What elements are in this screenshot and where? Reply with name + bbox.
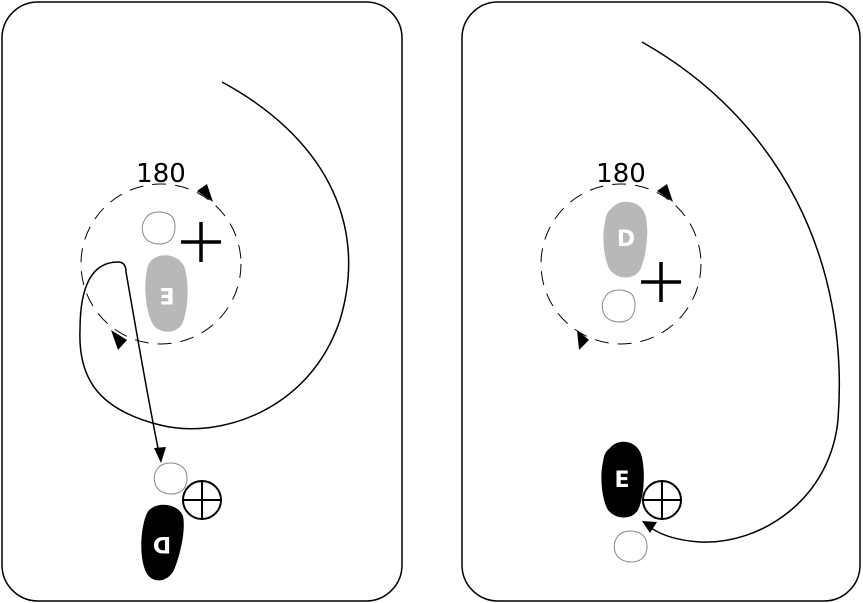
- left-travel-path: [125, 271, 161, 459]
- right-gray-foot-letter: D: [617, 227, 635, 252]
- left-rotation-arrow-top: [197, 184, 213, 202]
- right-rotation-arrow-bottom: [577, 330, 589, 350]
- right-rotation-center-cross: [641, 262, 681, 302]
- left-travel-arrowhead: [154, 447, 166, 463]
- left-rotation-circle: [80, 183, 242, 345]
- left-gray-foot-letter: E: [159, 282, 174, 307]
- right-black-foot-letter: E: [614, 468, 629, 493]
- right-panel: 180 D E: [461, 1, 861, 602]
- left-black-foot-letter: D: [153, 531, 171, 556]
- right-gray-foot: D: [603, 201, 648, 278]
- right-footprint-outline-top: [601, 289, 636, 323]
- left-footprint-outline-bottom: [153, 462, 188, 495]
- left-rotation-center-cross: [181, 222, 221, 262]
- left-footprint-outline-top: [141, 211, 176, 245]
- left-gray-foot: E: [145, 255, 188, 332]
- right-angle-label: 180: [596, 159, 646, 189]
- left-spiral-path: [79, 81, 350, 430]
- right-black-foot: E: [601, 441, 644, 518]
- right-rotation-arrow-top: [657, 184, 673, 202]
- right-rotation-circle: [540, 183, 702, 345]
- left-black-foot: D: [141, 504, 184, 581]
- right-curve-arrowhead: [642, 521, 657, 533]
- left-panel: 180 E D: [1, 1, 403, 602]
- right-crosshair-marker: [642, 480, 682, 520]
- right-curve-path: [641, 41, 841, 543]
- left-panel-frame: [1, 1, 403, 602]
- left-crosshair-marker: [182, 480, 222, 520]
- left-angle-label: 180: [136, 159, 186, 189]
- right-footprint-outline-bottom: [613, 530, 648, 563]
- left-rotation-arrow-bottom: [111, 330, 127, 350]
